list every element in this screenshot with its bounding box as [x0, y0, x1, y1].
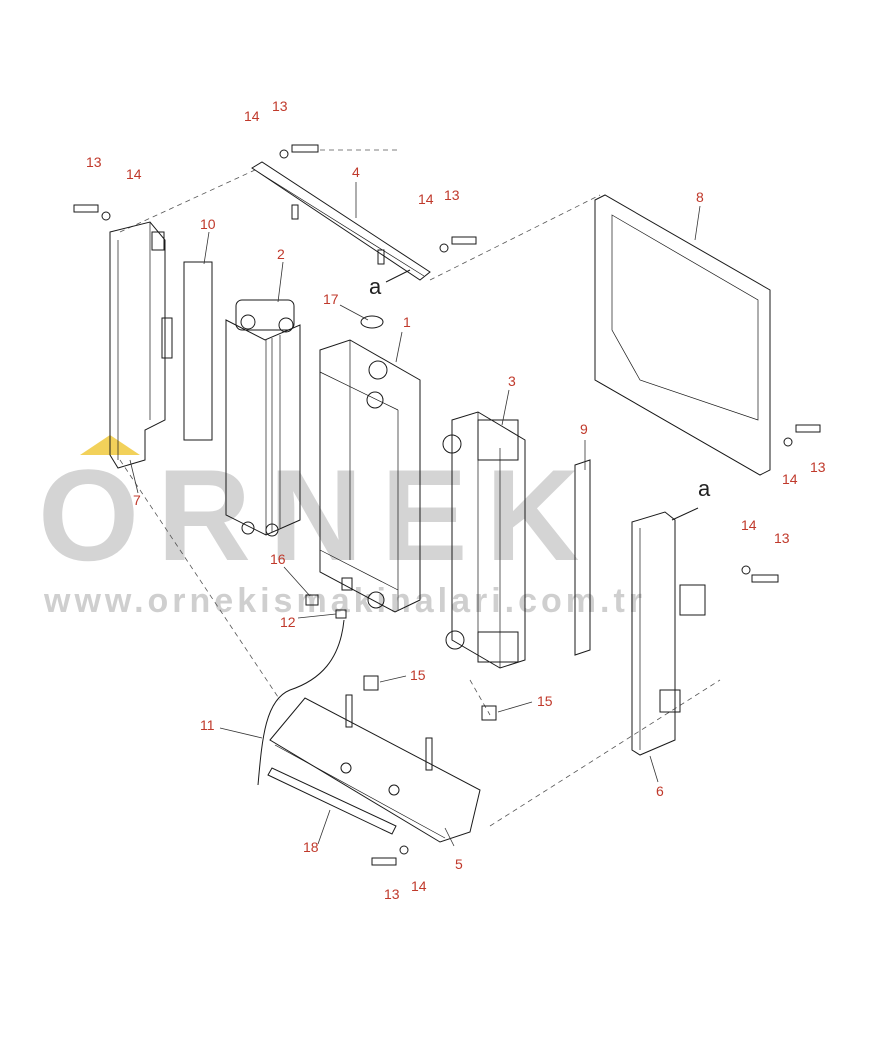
radiator-part	[319, 339, 421, 613]
callout-18: 18	[303, 839, 319, 855]
watermark-logo: ORNEK	[38, 442, 597, 588]
callout-1: 1	[403, 314, 411, 330]
callout-14-shroud: 14	[782, 471, 798, 487]
cap-part	[360, 315, 384, 329]
callout-7: 7	[133, 492, 141, 508]
washer-14-topright	[439, 243, 449, 253]
washer-14-right	[741, 565, 751, 575]
callout-16: 16	[270, 551, 286, 567]
callout-4: 4	[352, 164, 360, 180]
callout-13-top: 13	[272, 98, 288, 114]
callout-2: 2	[277, 246, 285, 262]
callout-10: 10	[200, 216, 216, 232]
callout-15-right: 15	[537, 693, 553, 709]
assembly-line-top-left	[119, 169, 256, 233]
callout-13-topright: 13	[444, 187, 460, 203]
reference-markers: a a	[369, 274, 711, 501]
callout-3: 3	[508, 373, 516, 389]
mount-15-right	[481, 705, 497, 721]
charge-air-cooler-part	[442, 411, 526, 669]
bolt-13-right	[751, 574, 779, 583]
seal-strip-part	[183, 261, 213, 441]
callout-14-right: 14	[741, 517, 757, 533]
right-side-plate-part	[631, 511, 706, 756]
callout-14-bottom: 14	[411, 878, 427, 894]
rubber-strip-part	[267, 767, 397, 835]
callout-8: 8	[696, 189, 704, 205]
callout-15-center: 15	[410, 667, 426, 683]
callout-14-top: 14	[244, 108, 260, 124]
callout-5: 5	[455, 856, 463, 872]
fasteners	[73, 144, 821, 866]
marker-a-right: a	[698, 476, 711, 501]
bolt-13-top	[291, 144, 319, 153]
callout-13-bottom: 13	[384, 886, 400, 902]
watermark-url: www.ornekismakinalari.com.tr	[43, 582, 646, 620]
callout-6: 6	[656, 783, 664, 799]
washer-14-shroud	[783, 437, 793, 447]
top-bracket-part	[251, 161, 431, 281]
assembly-line-mid	[469, 679, 491, 716]
callout-12: 12	[280, 614, 296, 630]
marker-a-left: a	[369, 274, 382, 299]
bolt-13-left	[73, 204, 99, 213]
mount-15-center	[363, 675, 379, 691]
lower-bracket-part	[269, 694, 481, 843]
bolt-a-right	[671, 507, 699, 521]
oil-cooler-part	[225, 299, 301, 537]
callout-9: 9	[580, 421, 588, 437]
callout-13-shroud: 13	[810, 459, 826, 475]
assembly-line-bottom-right	[489, 679, 721, 827]
callout-11: 11	[200, 717, 215, 733]
callout-13-right: 13	[774, 530, 790, 546]
bolt-a-left	[385, 269, 411, 283]
washer-14-bottom	[399, 845, 409, 855]
assembly-line-bottom-left	[119, 459, 281, 701]
callout-17: 17	[323, 291, 339, 307]
bolt-13-bottom	[371, 857, 397, 866]
watermark: ORNEK www.ornekismakinalari.com.tr	[38, 435, 646, 620]
bolt-13-shroud	[795, 424, 821, 433]
callout-14-left: 14	[126, 166, 142, 182]
left-side-plate-part	[109, 221, 173, 469]
callout-14-topright: 14	[418, 191, 434, 207]
callout-13-left: 13	[86, 154, 102, 170]
leader-lines	[129, 182, 701, 847]
hose-part	[257, 619, 345, 786]
washer-14-left	[101, 211, 111, 221]
shroud-part	[594, 194, 771, 476]
washer-14-top	[279, 149, 289, 159]
assembly-lines	[119, 149, 721, 827]
callouts: 1 2 3 4 5 6 7 8 9 10 11 12 13 14 13 14 1…	[86, 98, 826, 902]
valve-16	[305, 594, 319, 606]
bolt-13-topright	[451, 236, 477, 245]
assembly-line-top-right	[429, 194, 601, 281]
